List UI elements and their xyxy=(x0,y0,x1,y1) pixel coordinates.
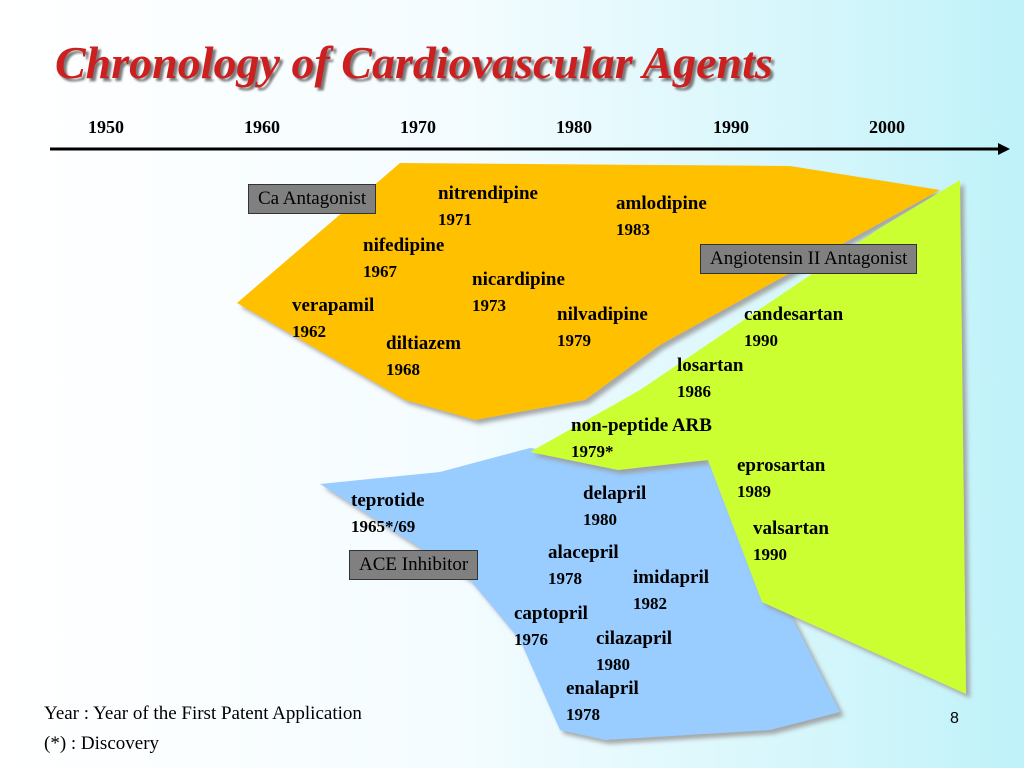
drug-year: 1990 xyxy=(753,544,787,564)
drug-name: imidapril xyxy=(633,567,710,588)
drug-valsartan: valsartan 1990 xyxy=(753,515,829,567)
drug-name: valsartan xyxy=(753,518,829,539)
drug-year: 1980 xyxy=(583,509,617,529)
timeline-year-1950: 1950 xyxy=(88,117,124,137)
ca-antagonist-label: Ca Antagonist xyxy=(248,184,377,214)
drug-losartan: losartan 1986 xyxy=(677,352,744,404)
drug-candesartan: candesartan 1990 xyxy=(744,301,843,353)
footnote-discovery: (*) : Discovery xyxy=(44,733,160,754)
timeline-year-1990: 1990 xyxy=(713,117,749,137)
drug-year: 1976 xyxy=(514,629,548,649)
drug-nilvadipine: nilvadipine 1979 xyxy=(557,301,648,353)
drug-year: 1986 xyxy=(677,381,711,401)
drug-eprosartan: eprosartan 1989 xyxy=(737,452,825,504)
drug-year: 1989 xyxy=(737,481,771,501)
drug-amlodipine: amlodipine 1983 xyxy=(616,190,707,242)
drug-cilazapril: cilazapril 1980 xyxy=(596,625,672,677)
drug-teprotide: teprotide 1965*/69 xyxy=(351,487,425,539)
drug-year: 1979 xyxy=(557,330,591,350)
drug-name: eprosartan xyxy=(737,455,826,476)
drug-verapamil: verapamil 1962 xyxy=(292,292,374,344)
drug-name: captopril xyxy=(514,603,588,624)
drug-non-peptide-arb: non-peptide ARB 1979* xyxy=(571,412,712,464)
timeline-arrow xyxy=(50,143,1010,155)
drug-year: 1979* xyxy=(571,441,614,461)
ace-inhibitor-region xyxy=(320,448,840,740)
drug-imidapril: imidapril 1982 xyxy=(633,564,709,616)
drug-nitrendipine: nitrendipine 1971 xyxy=(438,180,538,232)
drug-year: 1980 xyxy=(596,654,630,674)
drug-name: alacepril xyxy=(548,542,619,563)
drug-name: nilvadipine xyxy=(557,304,648,325)
drug-year: 1965*/69 xyxy=(351,516,416,536)
angiotensin-region xyxy=(530,180,966,694)
drug-name: losartan xyxy=(677,355,744,376)
drug-year: 1983 xyxy=(616,219,650,239)
drug-year: 1973 xyxy=(472,295,506,315)
drug-name: non-peptide ARB xyxy=(571,415,712,436)
footnote-patent-year: Year : Year of the First Patent Applicat… xyxy=(44,703,362,724)
drug-name: enalapril xyxy=(566,678,639,699)
drug-name: nitrendipine xyxy=(438,183,538,204)
timeline-year-1970: 1970 xyxy=(400,117,436,137)
ca-antagonist-region xyxy=(237,163,940,420)
drug-name: cilazapril xyxy=(596,628,672,649)
ace-inhibitor-label: ACE Inhibitor xyxy=(349,550,479,580)
drug-name: teprotide xyxy=(351,490,425,511)
drug-year: 1968 xyxy=(386,359,420,379)
drug-year: 1971 xyxy=(438,209,472,229)
drug-alacepril: alacepril 1978 xyxy=(548,539,619,591)
drug-captopril: captopril 1976 xyxy=(514,600,588,652)
timeline-year-2000: 2000 xyxy=(869,117,905,137)
drug-diltiazem: diltiazem 1968 xyxy=(386,330,461,382)
drug-name: candesartan xyxy=(744,304,844,325)
drug-enalapril: enalapril 1978 xyxy=(566,675,639,727)
drug-name: amlodipine xyxy=(616,193,707,214)
page-number: 8 xyxy=(950,710,959,727)
slide-title: Chronology of Cardiovascular Agents xyxy=(55,37,773,88)
drug-name: delapril xyxy=(583,483,647,504)
drug-name: nifedipine xyxy=(363,235,445,256)
drug-year: 1982 xyxy=(633,593,667,613)
drug-name: diltiazem xyxy=(386,333,461,354)
drug-name: nicardipine xyxy=(472,269,565,290)
drug-delapril: delapril 1980 xyxy=(583,480,646,532)
angiotensin-label: Angiotensin II Antagonist xyxy=(700,244,918,274)
drug-name: verapamil xyxy=(292,295,375,316)
drug-nicardipine: nicardipine 1973 xyxy=(472,266,565,318)
drug-nifedipine: nifedipine 1967 xyxy=(363,232,444,284)
drug-year: 1978 xyxy=(548,568,582,588)
drug-year: 1967 xyxy=(363,261,397,281)
timeline-year-1960: 1960 xyxy=(244,117,280,137)
drug-year: 1962 xyxy=(292,321,326,341)
timeline-year-1980: 1980 xyxy=(556,117,592,137)
drug-year: 1990 xyxy=(744,330,778,350)
drug-year: 1978 xyxy=(566,704,600,724)
